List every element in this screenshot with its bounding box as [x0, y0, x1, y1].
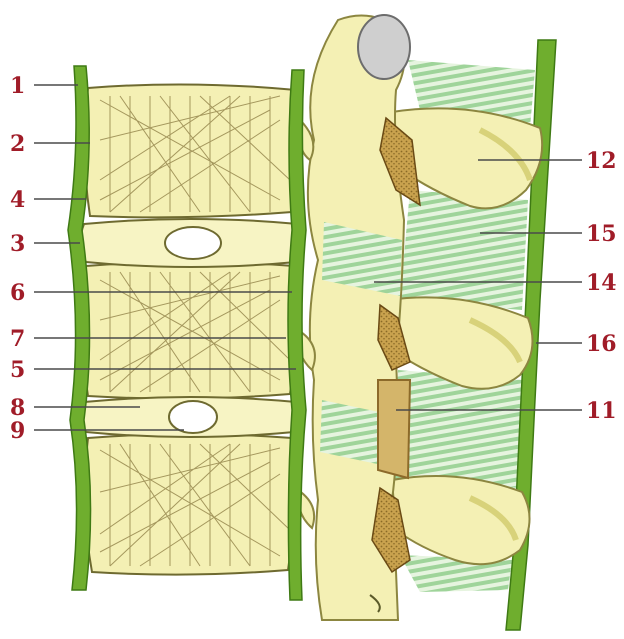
anterior-longitudinal-ligament [68, 66, 91, 590]
label-2: 2 [10, 131, 25, 157]
label-3: 3 [10, 231, 25, 257]
label-11: 11 [586, 398, 617, 424]
label-14: 14 [586, 270, 617, 296]
label-1: 1 [10, 73, 25, 99]
label-12: 12 [586, 148, 617, 174]
label-7: 7 [10, 326, 25, 352]
label-6: 6 [10, 280, 25, 306]
label-15: 15 [586, 221, 617, 247]
label-16: 16 [586, 331, 617, 357]
label-4: 4 [10, 187, 25, 213]
label-5: 5 [10, 357, 25, 383]
label-9: 9 [10, 418, 25, 444]
